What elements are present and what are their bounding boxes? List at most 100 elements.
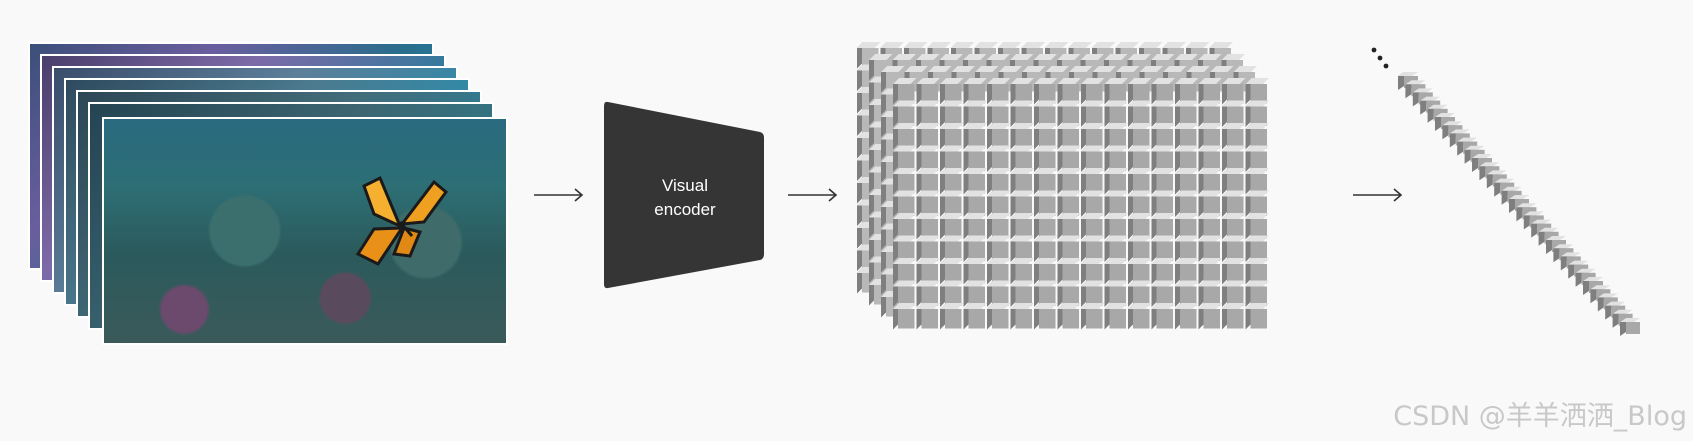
patch-cube-cell <box>1010 78 1034 105</box>
patch-cube-cell <box>1245 100 1269 127</box>
patch-cube-cell <box>1222 280 1246 307</box>
patch-cube-cell <box>963 280 987 307</box>
watermark: CSDN @羊羊洒洒_Blog <box>1393 401 1687 432</box>
patch-cube-cell <box>1175 213 1199 240</box>
patch-cube-cell <box>1104 303 1128 330</box>
patch-cube-cell <box>1104 100 1128 127</box>
patch-cube-cell <box>940 213 964 240</box>
patch-cube-cell <box>916 235 940 262</box>
patch-cube-cell <box>893 190 917 217</box>
patch-cube-cell <box>1198 235 1222 262</box>
patch-cube-cell <box>1034 100 1058 127</box>
patch-cube-cell <box>1081 258 1105 285</box>
patch-cube-cell <box>1175 78 1199 105</box>
patch-cube-cell <box>1151 258 1175 285</box>
patch-cube-cell <box>940 303 964 330</box>
video-frames-stack <box>0 0 540 360</box>
patch-cube-cell <box>1198 258 1222 285</box>
patch-cube-cell <box>1034 123 1058 150</box>
patch-cube-cell <box>1222 190 1246 217</box>
patch-cube-cell <box>1057 213 1081 240</box>
patch-cube-cell <box>1222 78 1246 105</box>
video-frame-front <box>102 117 508 345</box>
patch-cube-cell <box>916 168 940 195</box>
patch-cube-cell <box>1057 258 1081 285</box>
ellipsis-dot <box>1371 47 1377 53</box>
ellipsis-dot <box>1383 63 1389 69</box>
patch-cube-cell <box>1198 145 1222 172</box>
patch-cube-cell <box>1128 190 1152 217</box>
patch-cube-cell <box>1010 280 1034 307</box>
encoder-label: Visual encoder <box>604 174 766 222</box>
patch-cube-cell <box>1198 123 1222 150</box>
patch-cube-cell <box>1222 235 1246 262</box>
patch-cube-cell <box>940 280 964 307</box>
patch-cube-cell <box>1081 168 1105 195</box>
butterfly-icon <box>355 175 449 266</box>
patch-cube-cell <box>916 123 940 150</box>
sequence-token <box>1620 318 1640 336</box>
patch-cube-cell <box>916 100 940 127</box>
patch-cube-cell <box>1104 123 1128 150</box>
patch-cube-cell <box>1010 100 1034 127</box>
patch-cube-cell <box>1034 145 1058 172</box>
patch-cube-cell <box>1151 213 1175 240</box>
patch-cube-cell <box>1151 303 1175 330</box>
patch-cube-cell <box>1245 145 1269 172</box>
patch-cube-cell <box>940 258 964 285</box>
patch-cube-cell <box>1128 100 1152 127</box>
patch-cube-cell <box>1104 168 1128 195</box>
patch-cube-cell <box>1222 145 1246 172</box>
patch-cube-cell <box>987 190 1011 217</box>
patch-cube-cell <box>1151 78 1175 105</box>
patch-cube-cell <box>1128 303 1152 330</box>
patch-cube-cell <box>1175 280 1199 307</box>
patch-cube-cell <box>1081 235 1105 262</box>
patch-cube-cell <box>1057 235 1081 262</box>
patch-cube-cell <box>1151 100 1175 127</box>
patch-cube-cell <box>893 213 917 240</box>
patch-cube-cell <box>1222 303 1246 330</box>
patch-cube-cell <box>1057 123 1081 150</box>
patch-cube-cell <box>916 78 940 105</box>
patch-cube-cell <box>1175 303 1199 330</box>
patch-cube-cell <box>893 145 917 172</box>
patch-cube-cell <box>893 78 917 105</box>
patch-cube-cell <box>1057 190 1081 217</box>
patch-cube-cell <box>1034 168 1058 195</box>
patch-cube-cell <box>963 258 987 285</box>
patch-cube-cell <box>1151 145 1175 172</box>
patch-cube-cell <box>916 190 940 217</box>
patch-cube-cell <box>1198 190 1222 217</box>
patch-cube-cell <box>1081 280 1105 307</box>
patch-cube-cell <box>1081 100 1105 127</box>
patch-cube-cell <box>1057 78 1081 105</box>
patch-cube-cell <box>1198 100 1222 127</box>
patch-cube-cell <box>1245 235 1269 262</box>
patch-cube-cell <box>1034 190 1058 217</box>
patch-cube-cell <box>987 168 1011 195</box>
patch-cube-cell <box>1245 190 1269 217</box>
patch-cube-cell <box>1104 213 1128 240</box>
ellipsis-dot <box>1377 55 1383 61</box>
visual-encoder-block <box>604 101 764 289</box>
patch-cube-cell <box>940 100 964 127</box>
patch-cube-cell <box>916 280 940 307</box>
patch-cube-cell <box>1222 123 1246 150</box>
right-arrow-icon <box>788 188 838 202</box>
patch-cube-cell <box>1128 213 1152 240</box>
patch-cube-cell <box>987 145 1011 172</box>
patch-cube-cell <box>1010 258 1034 285</box>
patch-cube-cell <box>893 235 917 262</box>
patch-cube-cell <box>1151 190 1175 217</box>
patch-cube-cell <box>1104 145 1128 172</box>
patch-cube-cell <box>987 78 1011 105</box>
patch-cube-cell <box>1175 168 1199 195</box>
patch-cube-cell <box>1010 235 1034 262</box>
patch-cube-cell <box>1198 303 1222 330</box>
patch-cube-cell <box>1081 145 1105 172</box>
patch-cube-cell <box>940 123 964 150</box>
encoder-label-line1: Visual <box>662 176 708 195</box>
patch-cube-cell <box>1175 190 1199 217</box>
patch-cube-cell <box>1151 235 1175 262</box>
